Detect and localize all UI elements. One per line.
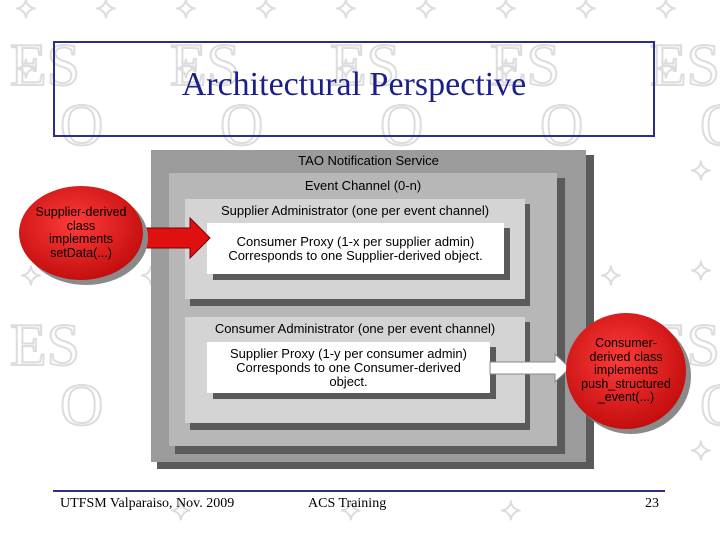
watermark-star: ✦ <box>255 0 277 24</box>
watermark-star: ✦ <box>655 55 677 84</box>
watermark-star: ✦ <box>495 0 517 24</box>
watermark-o: O <box>220 92 263 158</box>
supplier-ellipse-line: implements <box>49 232 113 246</box>
consumer-ellipse <box>566 313 686 429</box>
supplier-ellipse-line: setData(...) <box>50 245 112 260</box>
watermark-star: ✦ <box>170 497 192 526</box>
watermark-o: O <box>60 92 103 158</box>
consumer-proxy-box: Consumer Proxy (1-x per supplier admin) … <box>207 223 504 274</box>
watermark-star: ✦ <box>495 55 517 84</box>
consumer-ellipse-line: Consumer- <box>595 336 657 351</box>
watermark-star: ✦ <box>500 497 522 526</box>
footer-center: ACS Training <box>308 496 387 511</box>
consumer-proxy-line: Corresponds to one Supplier-derived obje… <box>228 247 483 263</box>
supplier-ellipse-line: class <box>66 218 96 233</box>
supplier-admin-label: Supplier Administrator (one per event ch… <box>220 203 490 218</box>
consumer-ellipse-text: Consumer- derived class implements push_… <box>571 332 681 410</box>
consumer-proxy-line: Consumer Proxy (1-x per supplier admin) <box>236 233 475 249</box>
watermark-es: ES <box>650 32 720 98</box>
watermark-star: ✦ <box>690 437 712 466</box>
supplier-proxy-line: Corresponds to one Consumer-derived <box>236 359 461 375</box>
consumer-ellipse-line: derived class <box>589 349 663 364</box>
supplier-ellipse-line: Supplier-derived <box>35 205 127 219</box>
service-label: TAO Notification Service <box>298 153 439 168</box>
watermark-star: ✦ <box>600 262 622 291</box>
slide-title: Architectural Perspective <box>181 66 527 103</box>
consumer-ellipse-line: implements <box>594 363 658 378</box>
watermark-star: ✦ <box>690 257 712 286</box>
watermark-o: O <box>700 372 720 438</box>
watermark-star: ✦ <box>15 55 37 84</box>
watermark-star: ✦ <box>690 157 712 186</box>
consumer-arrow <box>489 352 571 384</box>
watermark-star: ✦ <box>340 497 362 526</box>
consumer-ellipse-line: _event(...) <box>597 390 655 405</box>
watermark-o: O <box>380 92 423 158</box>
supplier-proxy-box: Supplier Proxy (1-y per consumer admin) … <box>207 342 490 393</box>
supplier-proxy-line: object. <box>329 373 368 389</box>
watermark-o: O <box>540 92 583 158</box>
page-number: 23 <box>645 496 659 511</box>
watermark-star: ✦ <box>175 0 197 24</box>
consumer-ellipse-line: push_structured <box>581 376 671 391</box>
footer-divider <box>53 490 665 492</box>
watermark-star: ✦ <box>655 0 677 24</box>
supplier-ellipse-text: Supplier-derived class implements setDat… <box>26 200 136 266</box>
watermark-star: ✦ <box>95 0 117 24</box>
watermark-star: ✦ <box>175 55 197 84</box>
consumer-admin-label: Consumer Administrator (one per event ch… <box>214 321 496 336</box>
supplier-ellipse <box>19 186 143 280</box>
channel-label: Event Channel (0-n) <box>304 178 422 193</box>
title-frame: Architectural Perspective <box>53 41 655 137</box>
watermark-star: ✦ <box>335 55 357 84</box>
watermark-o: O <box>700 92 720 158</box>
watermark-o: O <box>60 372 103 438</box>
watermark-star: ✦ <box>415 0 437 24</box>
supplier-proxy-line: Supplier Proxy (1-y per consumer admin) <box>230 345 467 361</box>
watermark-star: ✦ <box>335 0 357 24</box>
footer-left: UTFSM Valparaiso, Nov. 2009 <box>60 496 235 511</box>
watermark-star: ✦ <box>575 0 597 24</box>
watermark-star: ✦ <box>20 262 42 291</box>
watermark-es: ES <box>10 312 80 378</box>
watermark-star: ✦ <box>15 0 37 24</box>
